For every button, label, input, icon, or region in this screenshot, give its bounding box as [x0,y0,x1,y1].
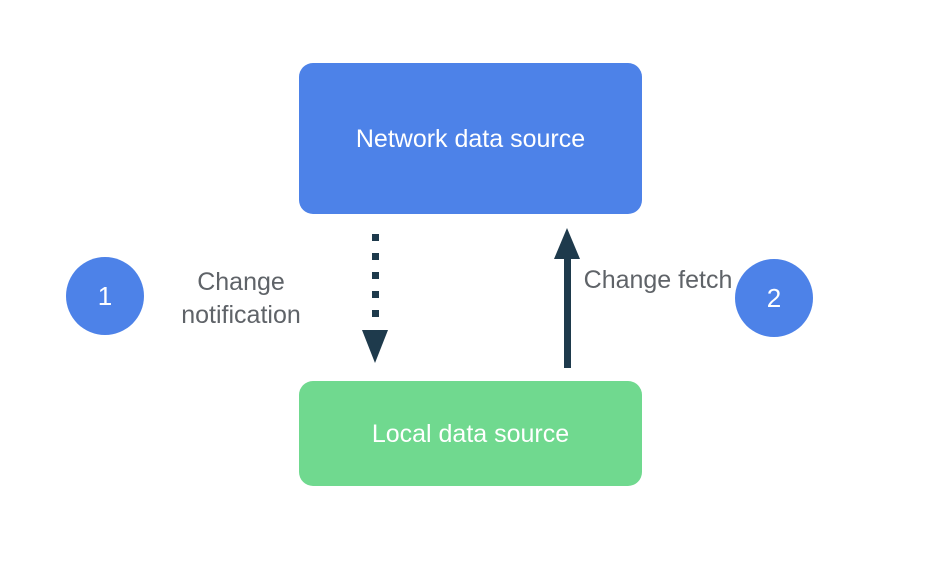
step-1-badge: 1 [66,257,144,335]
network-data-source-label: Network data source [355,124,586,153]
step-2-number: 2 [766,282,782,313]
local-data-source-node: Local data source [299,381,642,486]
change-fetch-arrowhead-up-icon [554,228,580,259]
local-data-source-label: Local data source [371,419,570,448]
step-2-label: Change fetch [583,266,733,294]
network-data-source-node: Network data source [299,63,642,214]
change-notification-arrow-shaft [372,234,379,329]
step-1-label: Change notification [181,268,301,329]
step-2-badge: 2 [735,259,813,337]
change-fetch-arrow-shaft [564,257,571,368]
change-notification-arrowhead-down-icon [362,330,388,363]
step-1-number: 1 [97,280,113,311]
